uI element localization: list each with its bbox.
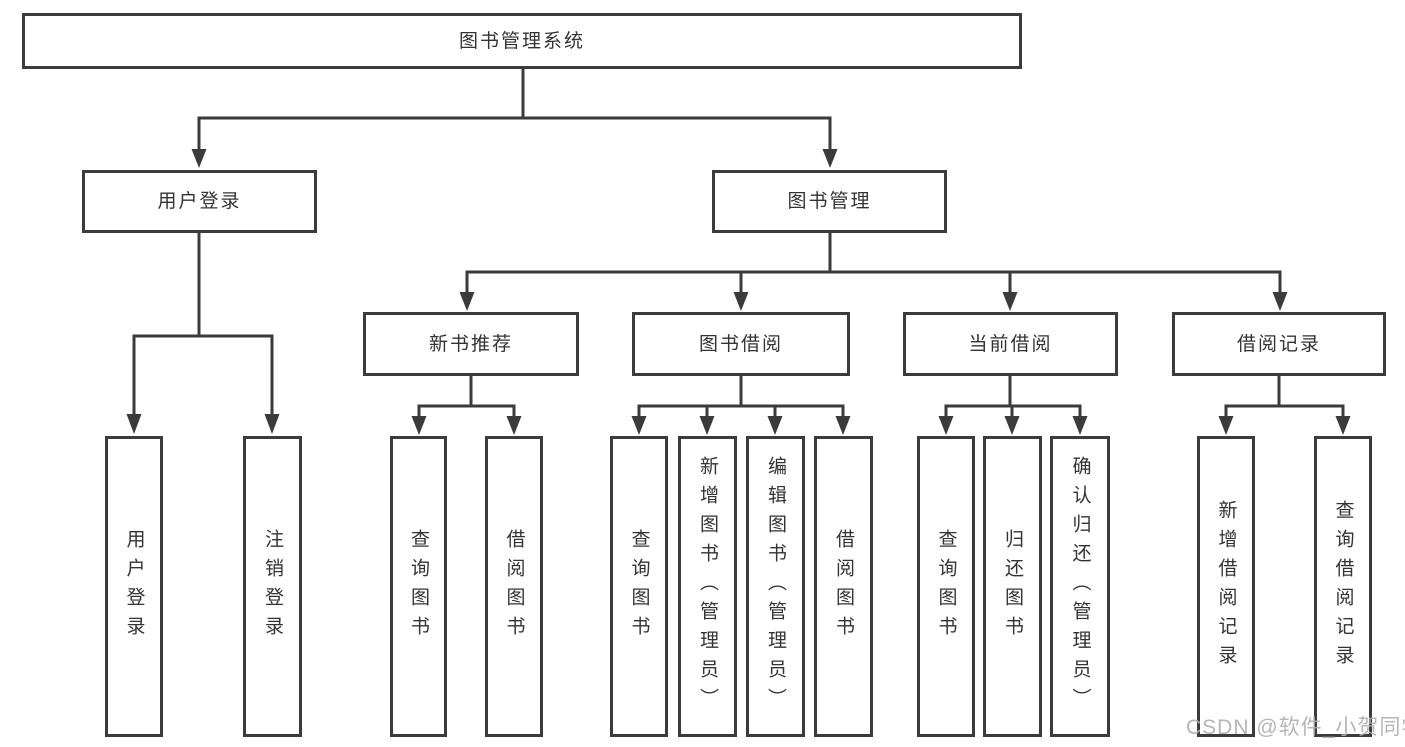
arrow-down-icon [126,414,142,434]
connector-current-borrow-to-leaves [944,375,1082,420]
arrow-down-icon [459,292,475,311]
leaf-query-books-borrow: 查询图书 [610,436,668,737]
leaf-borrow-books-recommend: 借阅图书 [485,436,543,737]
arrow-down-icon [1335,416,1351,435]
arrow-down-icon [1272,292,1288,311]
arrow-down-icon [631,416,647,435]
arrow-down-icon [1004,416,1020,435]
arrow-down-icon [822,149,838,168]
leaf-return-books: 归还图书 [983,436,1042,737]
node-new-book-recommend: 新书推荐 [363,312,579,376]
arrow-down-icon [191,149,207,168]
leaf-edit-books-admin: 编辑图书（管理员） [746,436,805,737]
connector-user-login-to-leaves [132,231,274,417]
connector-root-to-level1 [197,67,832,152]
node-borrow-records: 借阅记录 [1172,312,1386,376]
arrow-down-icon [506,416,522,435]
arrow-down-icon [264,414,280,434]
leaf-add-books-admin: 新增图书（管理员） [678,436,737,737]
leaf-query-books-current: 查询图书 [917,436,975,737]
connector-new-book-recommend-to-leaves [417,375,516,420]
leaf-query-borrow-record: 查询借阅记录 [1314,436,1372,737]
arrow-down-icon [1218,416,1234,435]
leaf-logout: 注销登录 [243,436,302,737]
arrow-down-icon [1002,292,1018,311]
arrow-down-icon [733,292,749,311]
arrow-down-icon [835,416,851,435]
node-book-borrow: 图书借阅 [632,312,850,376]
node-current-borrow: 当前借阅 [903,312,1118,376]
node-user-login: 用户登录 [82,170,317,233]
connector-path-group [132,67,1345,420]
arrow-down-icon [699,416,715,435]
node-book-management: 图书管理 [712,170,947,233]
leaf-add-borrow-record: 新增借阅记录 [1197,436,1255,737]
arrow-down-icon [767,416,783,435]
leaf-query-books-recommend: 查询图书 [390,436,447,737]
arrow-down-icon [938,416,954,435]
connector-borrow-records-to-leaves [1224,375,1345,420]
leaf-user-login: 用户登录 [105,436,163,737]
arrowhead-group [126,149,1351,435]
connector-book-borrow-to-leaves [637,375,845,420]
leaf-confirm-return-admin: 确认归还（管理员） [1050,436,1110,737]
arrow-down-icon [1072,416,1088,435]
leaf-borrow-books: 借阅图书 [814,436,873,737]
node-root-library-system: 图书管理系统 [22,13,1022,69]
watermark: CSDN @软件_小贺同学 [1186,716,1405,739]
connector-book-management-to-level2 [465,231,1282,295]
arrow-down-icon [411,416,427,435]
